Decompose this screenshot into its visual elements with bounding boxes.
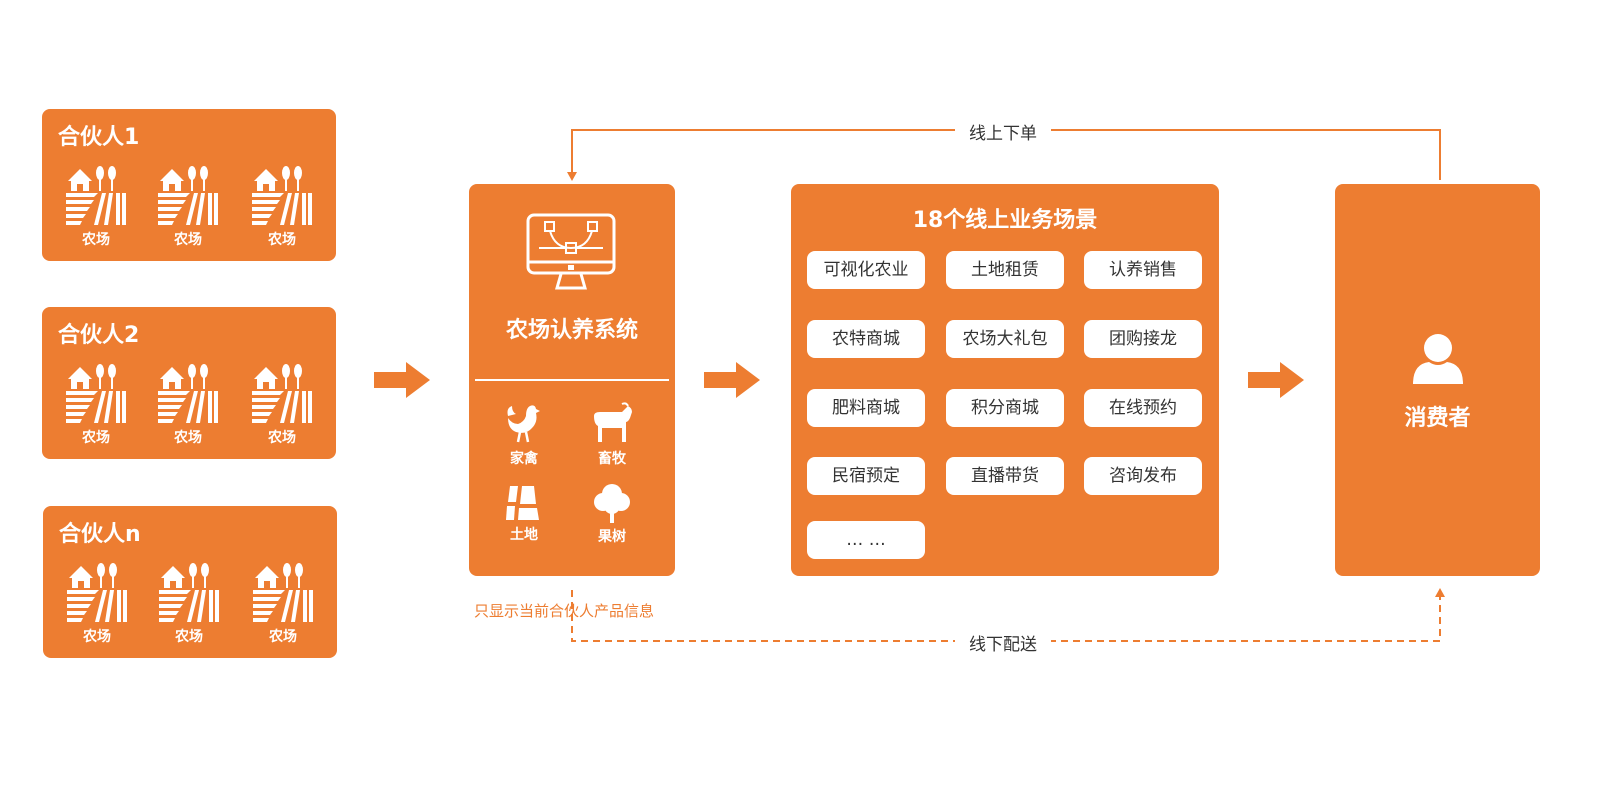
partner-title: 合伙人1 <box>58 125 140 150</box>
arrow-right-icon <box>1248 362 1304 398</box>
business-scenes-box: 18个线上业务场景 可视化农业 土地租赁 认养销售 农特商城 农场大礼包 团购接… <box>791 184 1219 576</box>
consumer-label: 消费者 <box>1404 406 1471 431</box>
adoption-system-box: 农场认养系统 家禽 畜牧 土地 <box>469 184 675 576</box>
farm-item: 农场 <box>248 163 316 249</box>
scene-item: 直播带货 <box>946 457 1064 495</box>
land-icon <box>506 486 539 520</box>
online-order-label: 线上下单 <box>955 119 1051 144</box>
farm-item: 农场 <box>154 163 222 249</box>
scenes-title: 18个线上业务场景 <box>912 208 1098 233</box>
partner-box-2: 合伙人2 农场 农场 农场 <box>42 307 336 459</box>
category-poultry: 家禽 <box>489 402 559 468</box>
farm-item: 农场 <box>62 163 130 249</box>
category-land: 土地 <box>489 484 559 544</box>
tree-icon <box>594 484 630 523</box>
category-label: 果树 <box>598 529 626 545</box>
farm-label: 农场 <box>269 629 297 645</box>
farm-label: 农场 <box>268 232 296 248</box>
farm-label: 农场 <box>175 629 203 645</box>
category-livestock: 畜牧 <box>577 402 647 468</box>
scene-item: 咨询发布 <box>1084 457 1202 495</box>
divider <box>475 379 669 381</box>
scene-item: 肥料商城 <box>807 389 925 427</box>
scene-item: 土地租赁 <box>946 251 1064 289</box>
user-icon <box>1413 334 1463 384</box>
consumer-box: 消费者 <box>1335 184 1540 576</box>
system-note: 只显示当前合伙人产品信息 <box>474 602 655 620</box>
farm-label: 农场 <box>174 430 202 446</box>
arrow-right-icon <box>704 362 760 398</box>
category-fruit-tree: 果树 <box>577 482 647 546</box>
partner-box-1: 合伙人1 农场 农场 农场 <box>42 109 336 261</box>
offline-delivery-label: 线下配送 <box>955 630 1051 655</box>
farm-item: 农场 <box>154 361 222 447</box>
farm-item: 农场 <box>63 560 131 646</box>
farm-label: 农场 <box>174 232 202 248</box>
scene-item-more: … … <box>807 521 925 559</box>
scene-item: 农特商城 <box>807 320 925 358</box>
goat-icon <box>594 402 632 442</box>
category-label: 土地 <box>510 527 538 543</box>
arrow-right-icon <box>374 362 430 398</box>
farm-label: 农场 <box>82 232 110 248</box>
scene-item: 认养销售 <box>1084 251 1202 289</box>
farm-item: 农场 <box>62 361 130 447</box>
system-title: 农场认养系统 <box>505 318 638 343</box>
monitor-icon <box>526 213 616 290</box>
category-label: 家禽 <box>510 451 538 467</box>
scene-item: 可视化农业 <box>807 251 925 289</box>
farm-label: 农场 <box>82 430 110 446</box>
scene-item: 在线预约 <box>1084 389 1202 427</box>
scene-item: 农场大礼包 <box>946 320 1064 358</box>
partner-title: 合伙人2 <box>58 323 140 348</box>
farm-item: 农场 <box>155 560 223 646</box>
farm-label: 农场 <box>83 629 111 645</box>
farm-item: 农场 <box>248 361 316 447</box>
farm-item: 农场 <box>249 560 317 646</box>
chicken-icon <box>507 405 540 443</box>
farm-label: 农场 <box>268 430 296 446</box>
scene-item: 团购接龙 <box>1084 320 1202 358</box>
scene-item: 民宿预定 <box>807 457 925 495</box>
partner-box-n: 合伙人n 农场 农场 农场 <box>43 506 337 658</box>
scene-item: 积分商城 <box>946 389 1064 427</box>
category-label: 畜牧 <box>598 451 626 467</box>
partner-title: 合伙人n <box>59 522 141 547</box>
